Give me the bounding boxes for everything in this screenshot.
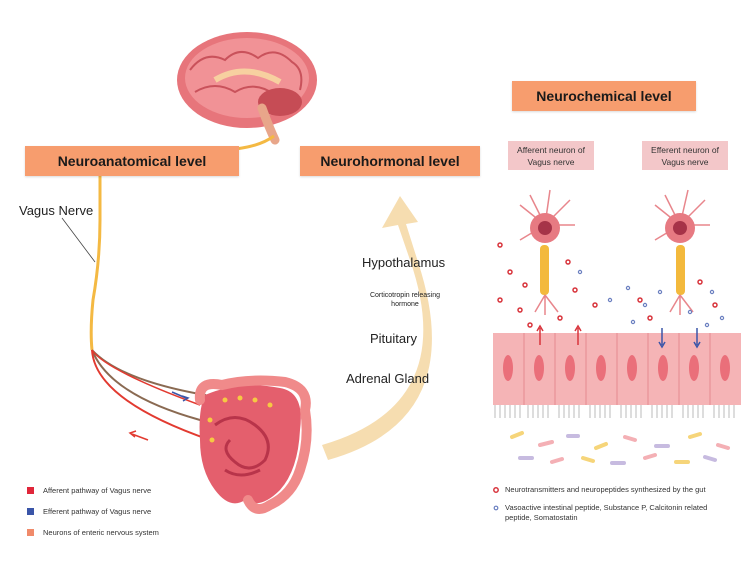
crh-label-line1: Corticotropin releasing — [369, 292, 441, 299]
hypothalamus-label: Hypothalamus — [362, 255, 446, 270]
afferent-direction-arrow — [131, 433, 149, 441]
afferent-neuron-illustration — [519, 189, 575, 315]
afferent-neuron-label-line2: Vagus nerve — [527, 156, 575, 167]
efferent-neuron-label-line1: Efferent neuron of — [651, 144, 719, 155]
afferent-pathway-line — [91, 349, 233, 446]
adrenal-gland-label: Adrenal Gland — [346, 371, 430, 386]
red-dot-legend-icon — [493, 487, 499, 493]
neurochemical-level-box: Neurochemical level — [512, 81, 696, 111]
enteric-neuron-legend-label: Neurons of enteric nervous system — [43, 528, 159, 537]
neurotransmitters-legend-label: Neurotransmitters and neuropeptides synt… — [505, 485, 706, 494]
pituitary-label: Pituitary — [370, 331, 417, 346]
neuropeptides-legend-line2: peptide, Somatostatin — [505, 513, 578, 522]
vagus-nerve-label: Vagus Nerve — [19, 203, 94, 218]
afferent-legend-label: Afferent pathway of Vagus nerve — [43, 486, 152, 495]
neurohormonal-curved-arrow — [322, 196, 432, 460]
neuropeptides-legend-label: Vasoactive intestinal peptide, Substance… — [505, 503, 707, 523]
efferent-pathway-line-2 — [91, 349, 241, 429]
efferent-legend-swatch — [27, 508, 34, 515]
gut-epithelium — [493, 333, 741, 465]
neurotransmitter-molecules — [497, 242, 718, 328]
crh-label-line2: hormone — [391, 301, 419, 308]
efferent-down-arrows — [658, 328, 701, 349]
blue-dot-legend-icon — [493, 505, 499, 511]
crh-label: Corticotropin releasing hormone — [350, 291, 460, 309]
afferent-up-arrows — [536, 324, 582, 345]
efferent-neuron-label-line2: Vagus nerve — [661, 156, 709, 167]
efferent-neuron-label-box: Efferent neuron of Vagus nerve — [642, 141, 728, 170]
neurochemical-level-label: Neurochemical level — [536, 88, 672, 104]
neurohormonal-level-box: Neurohormonal level — [300, 146, 480, 176]
neuroanatomical-level-label: Neuroanatomical level — [57, 153, 207, 169]
neuropeptides-legend-line1: Vasoactive intestinal peptide, Substance… — [505, 503, 708, 512]
neuroanatomical-level-box: Neuroanatomical level — [25, 146, 239, 176]
efferent-legend-label: Efferent pathway of Vagus nerve — [43, 507, 152, 516]
efferent-neuron-illustration — [654, 189, 710, 315]
neuropeptide-molecules — [577, 269, 725, 328]
afferent-neuron-label-line1: Afferent neuron of — [517, 144, 585, 155]
vagus-pointer — [61, 217, 96, 263]
afferent-neuron-label-box: Afferent neuron of Vagus nerve — [508, 141, 594, 170]
enteric-neuron-legend-swatch — [27, 529, 34, 536]
neurohormonal-level-label: Neurohormonal level — [320, 153, 460, 169]
afferent-legend-swatch — [27, 487, 34, 494]
afferent-pathway-line-2 — [91, 349, 201, 406]
gut-illustration — [194, 375, 312, 514]
brain-illustration — [177, 32, 317, 145]
